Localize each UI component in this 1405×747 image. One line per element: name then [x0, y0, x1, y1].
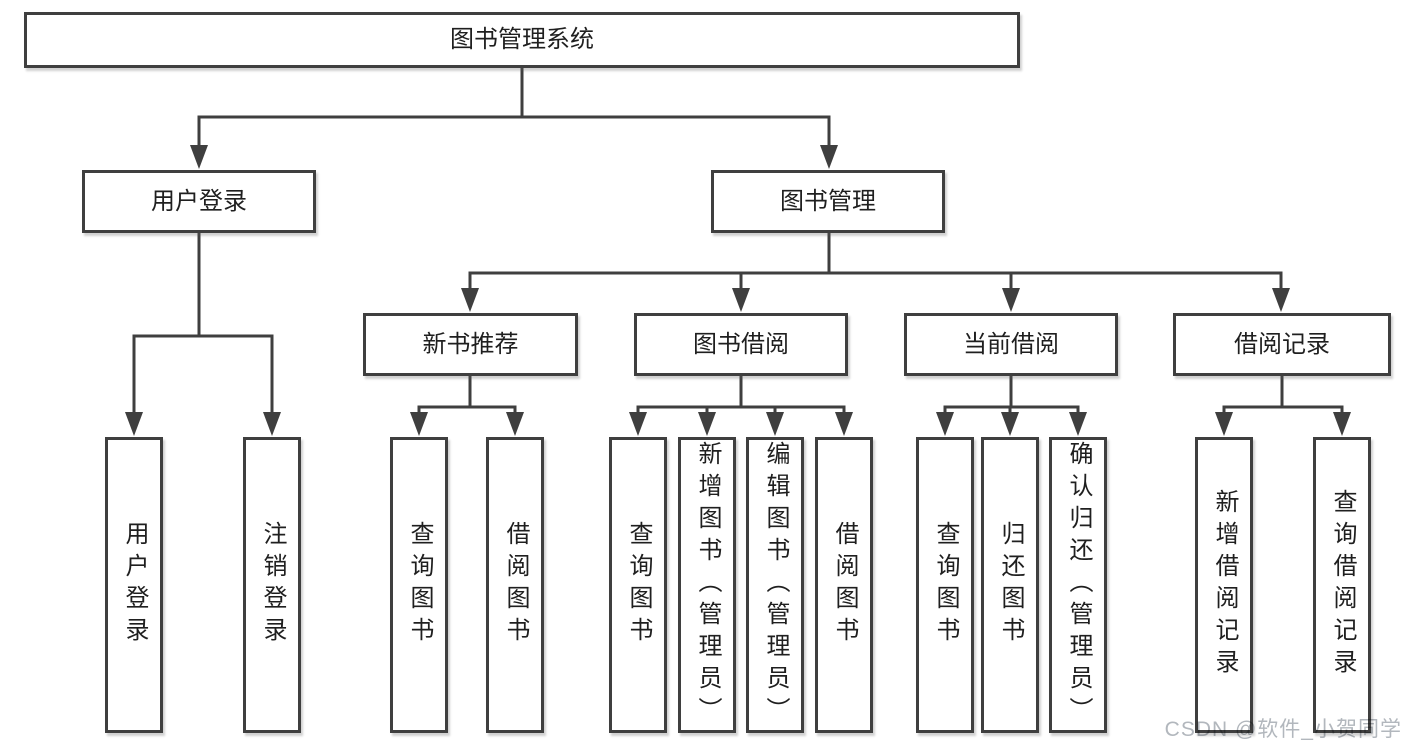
- leaf-user-login: 用户登录: [105, 437, 163, 733]
- leaf-confirm-return-admin: 确认归还（管理员）: [1049, 437, 1107, 733]
- arrowhead-icon: [263, 412, 281, 436]
- node-borrow-record: 借阅记录: [1173, 313, 1391, 376]
- node-book-borrow: 图书借阅: [634, 313, 848, 376]
- node-book-management: 图书管理: [711, 170, 945, 233]
- arrowhead-icon: [698, 412, 716, 436]
- arrowhead-icon: [820, 145, 838, 169]
- edge-book-mgmt-to-level3: [461, 232, 1290, 312]
- leaf-add-borrow-record: 新增借阅记录: [1195, 437, 1253, 733]
- leaf-query-books-current: 查询图书: [916, 437, 974, 733]
- node-library-system: 图书管理系统: [24, 12, 1020, 68]
- leaf-borrow-books: 借阅图书: [815, 437, 873, 733]
- arrowhead-icon: [1001, 412, 1019, 436]
- leaf-edit-books-admin: 编辑图书（管理员）: [746, 437, 804, 733]
- leaf-return-books: 归还图书: [981, 437, 1039, 733]
- arrowhead-icon: [1069, 412, 1087, 436]
- edge-borrow-to-leaves: [629, 375, 853, 436]
- leaf-add-books-admin: 新增图书（管理员）: [678, 437, 736, 733]
- edge-user-login-to-leaves: [125, 232, 281, 436]
- leaf-borrow-books-recommend: 借阅图书: [486, 437, 544, 733]
- edge-new-rec-to-leaves: [410, 375, 524, 436]
- node-user-login: 用户登录: [82, 170, 316, 233]
- edge-root-to-level2: [190, 66, 838, 169]
- arrowhead-icon: [936, 412, 954, 436]
- leaf-query-books-recommend: 查询图书: [390, 437, 448, 733]
- arrowhead-icon: [732, 288, 750, 312]
- arrowhead-icon: [190, 145, 208, 169]
- arrowhead-icon: [629, 412, 647, 436]
- arrowhead-icon: [1333, 412, 1351, 436]
- arrowhead-icon: [461, 288, 479, 312]
- arrowhead-icon: [506, 412, 524, 436]
- edge-record-to-leaves: [1215, 375, 1351, 436]
- node-new-book-recommend: 新书推荐: [363, 313, 578, 376]
- leaf-logout: 注销登录: [243, 437, 301, 733]
- node-current-borrow: 当前借阅: [904, 313, 1118, 376]
- arrowhead-icon: [1002, 288, 1020, 312]
- arrowhead-icon: [1272, 288, 1290, 312]
- leaf-query-books-borrow: 查询图书: [609, 437, 667, 733]
- arrowhead-icon: [410, 412, 428, 436]
- edge-current-to-leaves: [936, 375, 1087, 436]
- arrowhead-icon: [766, 412, 784, 436]
- leaf-query-borrow-record: 查询借阅记录: [1313, 437, 1371, 733]
- arrowhead-icon: [835, 412, 853, 436]
- arrowhead-icon: [1215, 412, 1233, 436]
- arrowhead-icon: [125, 412, 143, 436]
